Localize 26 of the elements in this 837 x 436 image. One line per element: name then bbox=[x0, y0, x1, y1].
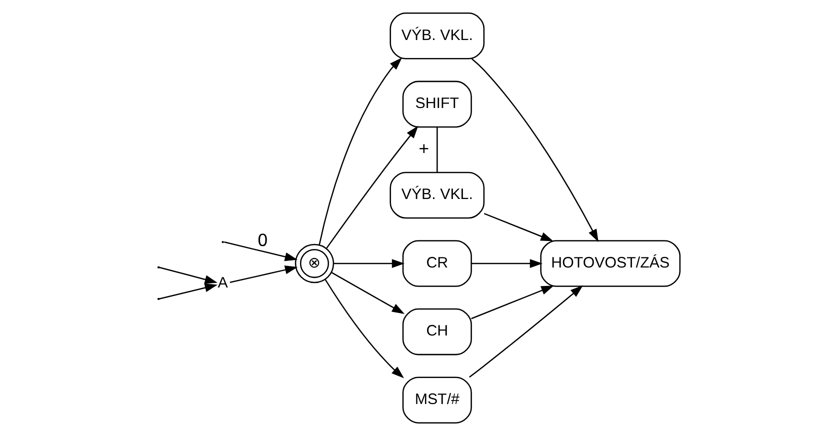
arrow bbox=[470, 259, 542, 268]
node-box: VÝB. VKL. bbox=[389, 172, 484, 219]
node-circle: ⊗ bbox=[294, 244, 334, 284]
arrow bbox=[318, 58, 402, 245]
node-box: HOTOVOST/ZÁS bbox=[540, 240, 680, 287]
arrow bbox=[158, 283, 218, 300]
arrow bbox=[333, 259, 404, 268]
node-box: CH bbox=[402, 308, 472, 356]
arrow bbox=[330, 272, 404, 314]
arrow bbox=[470, 286, 554, 320]
edge-label: 0 bbox=[257, 230, 268, 250]
arrow bbox=[471, 58, 598, 242]
arrow bbox=[483, 212, 553, 242]
node-box: MST/# bbox=[402, 376, 472, 424]
arrow bbox=[229, 266, 298, 284]
arrow bbox=[325, 126, 418, 249]
edge-label: + bbox=[418, 138, 429, 158]
arrow bbox=[468, 285, 583, 378]
arrow bbox=[324, 279, 404, 378]
node-box: CR bbox=[402, 240, 472, 287]
node-box: VÝB. VKL. bbox=[389, 12, 484, 60]
arrow bbox=[224, 241, 298, 262]
connector bbox=[436, 127, 438, 172]
node-text: A bbox=[217, 274, 228, 292]
arrow bbox=[158, 266, 218, 284]
node-box: SHIFT bbox=[402, 80, 472, 128]
